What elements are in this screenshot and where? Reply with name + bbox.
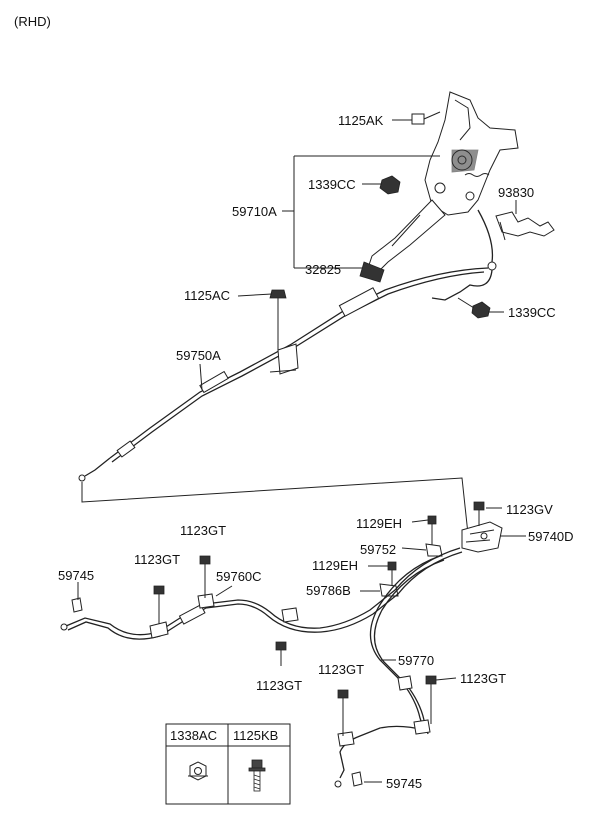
label-1123gt-top: 1123GT [180,523,226,538]
label-59752: 59752 [360,542,396,557]
equalizer-assembly [379,501,503,597]
label-59786b: 59786B [306,583,351,598]
label-32825: 32825 [305,262,341,277]
label-1125ak: 1125AK [338,113,384,128]
rear-cable-59770 [334,555,445,788]
label-93830: 93830 [498,185,534,200]
label-1123gt-right: 1123GT [460,671,506,686]
rhd-note: (RHD) [14,14,51,29]
fastener-legend-table: 1338AC 1125KB [165,723,291,805]
rear-cable-59760c [60,547,463,666]
label-1339cc-lower: 1339CC [508,305,556,320]
legend-header-1338ac: 1338AC [170,728,217,743]
pedal-assembly [359,91,555,283]
label-1129eh-upper: 1129EH [356,516,402,531]
label-1123gt-left: 1123GT [134,552,180,567]
label-59745-lower: 59745 [386,776,422,791]
label-59760c: 59760C [216,569,262,584]
label-59750a: 59750A [176,348,221,363]
label-1123gv: 1123GV [506,502,553,517]
label-59710a: 59710A [232,204,277,219]
label-59740d: 59740D [528,529,574,544]
label-1129eh-lower: 1129EH [312,558,358,573]
leader-lines [77,119,526,783]
label-59770: 59770 [398,653,434,668]
front-cable-59750a [78,267,493,482]
callout-labels: 1125AK 1339CC 59710A 93830 32825 1125AC … [58,113,574,791]
label-59745-upper: 59745 [58,568,94,583]
connection-line [81,477,469,535]
hex-nut-icon [188,761,208,781]
label-1125ac: 1125AC [184,288,230,303]
label-1123gt-middle: 1123GT [318,662,364,677]
flange-bolt-icon [248,759,266,792]
label-1123gt-bottom: 1123GT [256,678,302,693]
label-1339cc-upper: 1339CC [308,177,356,192]
legend-header-1125kb: 1125KB [233,728,278,743]
